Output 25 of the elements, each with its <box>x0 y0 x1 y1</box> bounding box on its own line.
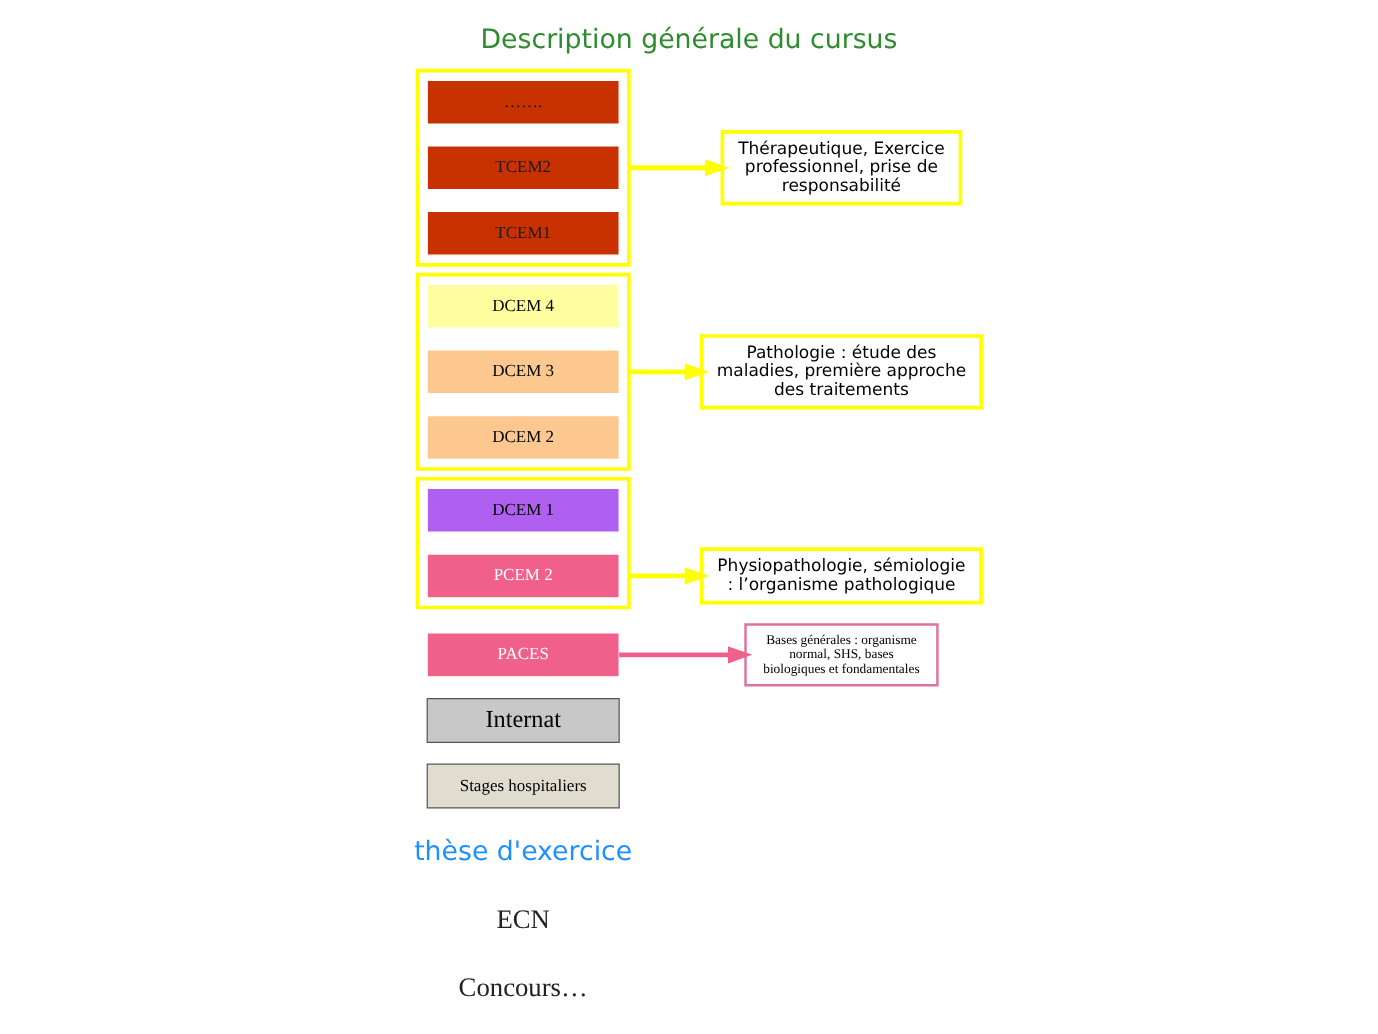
node-box: Stages hospitaliers <box>426 763 620 809</box>
node-box: DCEM 4 <box>426 283 620 329</box>
arrow <box>628 567 710 585</box>
diagram-title: Description générale du cursus <box>480 26 898 57</box>
arrow <box>628 363 710 381</box>
arrow <box>628 159 730 177</box>
node-box: Internat <box>426 698 620 743</box>
arrow <box>619 646 753 664</box>
label: ECN <box>496 903 550 934</box>
node-box: TCEM2 <box>426 145 620 191</box>
node-box: DCEM 1 <box>426 487 620 533</box>
node-box: TCEM1 <box>426 210 620 256</box>
node-box: Physiopathologie, sémiologie : l’organisme pathologique <box>699 547 983 605</box>
node-box: PCEM 2 <box>426 553 620 599</box>
node-box: DCEM 3 <box>426 349 620 395</box>
label: thèse d'exercice <box>414 837 633 868</box>
node-box: ……. <box>426 79 620 125</box>
cluster <box>415 476 631 610</box>
label: Concours… <box>458 971 588 1002</box>
cluster <box>415 68 631 267</box>
node-box: Pathologie : étude des maladies, première approche des traitements <box>699 334 983 410</box>
node-box: DCEM 2 <box>426 414 620 460</box>
node-box: Thérapeutique, Exercice professionnel, prise de responsabilité <box>720 130 963 206</box>
cluster <box>415 272 631 471</box>
node-box: PACES <box>426 632 620 678</box>
